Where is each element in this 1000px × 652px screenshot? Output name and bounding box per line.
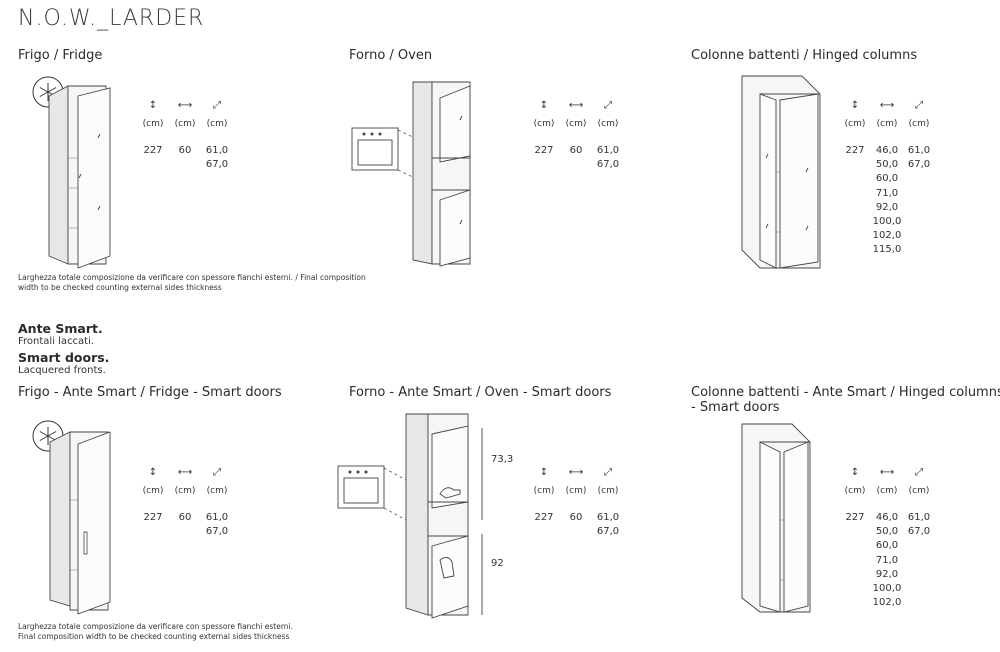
height-arrow-icon: ↕ bbox=[539, 100, 549, 111]
depth-arrow-icon: ⤢ bbox=[604, 100, 612, 111]
oven-smart-heading: Forno - Ante Smart / Oven - Smart doors bbox=[349, 385, 612, 400]
page-title: N.O.W._LARDER bbox=[18, 6, 205, 31]
oven-upper-door-dimension: 73,3 bbox=[491, 454, 514, 465]
height-arrow-icon: ↕ bbox=[850, 467, 860, 478]
depth-arrow-icon: ⤢ bbox=[915, 467, 923, 478]
oven-heading: Forno / Oven bbox=[349, 48, 433, 63]
height-arrow-icon: ↕ bbox=[148, 100, 158, 111]
composition-note-bottom: Larghezza totale composizione da verific… bbox=[18, 622, 294, 641]
height-arrow-icon: ↕ bbox=[539, 467, 549, 478]
fridge-smart-heading: Frigo - Ante Smart / Fridge - Smart door… bbox=[18, 385, 282, 400]
oven-lower-door-dimension: 92 bbox=[491, 558, 504, 569]
hinged-heading: Colonne battenti / Hinged columns bbox=[691, 48, 918, 63]
smart-it-title: Ante Smart. bbox=[18, 321, 103, 336]
hinged-column-drawing bbox=[741, 75, 821, 269]
oven-smart-column-drawing bbox=[337, 413, 483, 619]
oven-column-drawing bbox=[351, 81, 471, 267]
height-arrow-icon: ↕ bbox=[148, 467, 158, 478]
fridge-smart-column-drawing bbox=[32, 420, 111, 615]
oven-appliance-icon bbox=[337, 465, 385, 509]
width-arrow-icon: ⟷ bbox=[568, 467, 584, 478]
height-arrow-icon: ↕ bbox=[850, 100, 860, 111]
depth-arrow-icon: ⤢ bbox=[213, 100, 221, 111]
fridge-column-drawing bbox=[32, 76, 111, 269]
composition-note-top: Larghezza totale composizione da verific… bbox=[18, 273, 366, 292]
smart-en-subtitle: Lacquered fronts. bbox=[18, 365, 106, 376]
smart-it-subtitle: Frontali laccati. bbox=[18, 336, 95, 347]
oven-appliance-icon bbox=[351, 127, 399, 171]
depth-arrow-icon: ⤢ bbox=[915, 100, 923, 111]
width-arrow-icon: ⟷ bbox=[568, 100, 584, 111]
width-arrow-icon: ⟷ bbox=[177, 100, 193, 111]
width-arrow-icon: ⟷ bbox=[879, 467, 895, 478]
width-arrow-icon: ⟷ bbox=[177, 467, 193, 478]
hinged-smart-column-drawing bbox=[741, 423, 811, 613]
depth-arrow-icon: ⤢ bbox=[604, 467, 612, 478]
depth-arrow-icon: ⤢ bbox=[213, 467, 221, 478]
hinged-smart-heading: Colonne battenti - Ante Smart / Hinged c… bbox=[691, 385, 1000, 415]
smart-en-title: Smart doors. bbox=[18, 350, 110, 365]
width-arrow-icon: ⟷ bbox=[879, 100, 895, 111]
smart-doors-info: Ante Smart. Frontali laccati. Smart door… bbox=[18, 322, 109, 377]
fridge-heading: Frigo / Fridge bbox=[18, 48, 103, 63]
